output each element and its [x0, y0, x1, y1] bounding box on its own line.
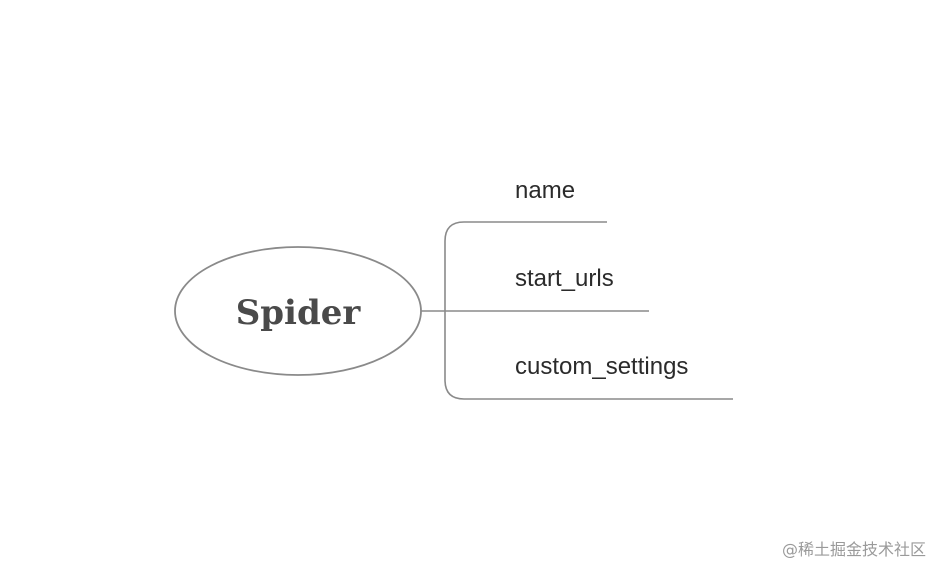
- watermark-text: @稀土掘金技术社区: [781, 540, 926, 559]
- root-node-label: Spider: [236, 293, 362, 333]
- branch-label-start-urls: start_urls: [515, 265, 614, 292]
- branch-label-custom-settings: custom_settings: [515, 353, 688, 380]
- branch-label-name: name: [515, 177, 575, 204]
